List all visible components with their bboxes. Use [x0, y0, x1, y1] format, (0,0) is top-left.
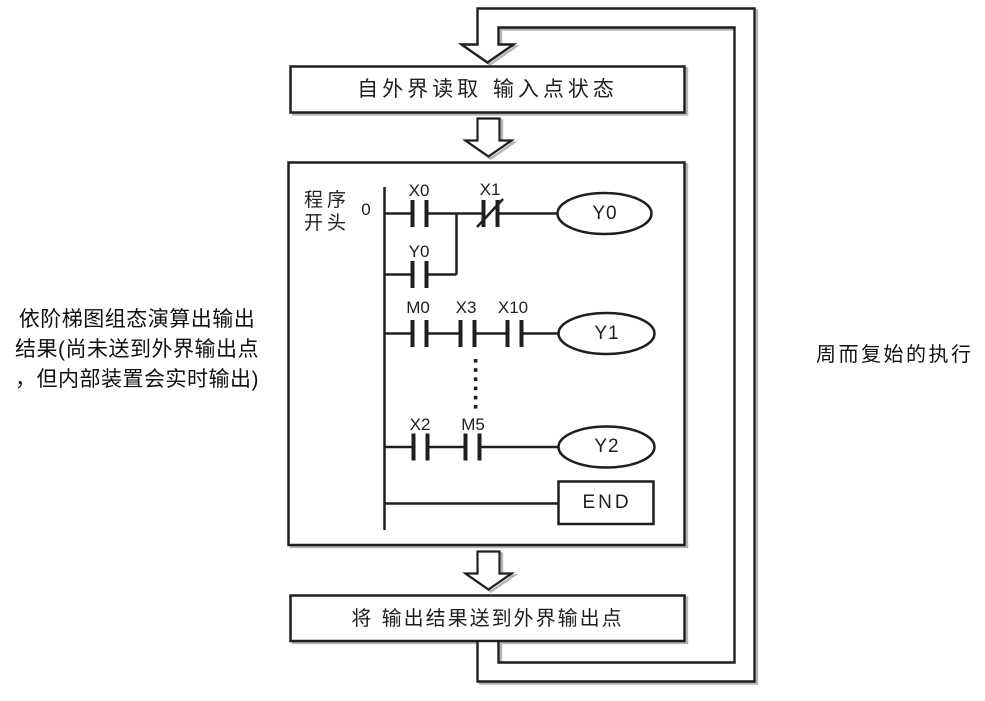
left-annotation: 依阶梯图组态演算出输出 结果(尚未送到外界输出点 ，但内部装置会实时输出) [0, 305, 274, 395]
ellipsis-dots [473, 359, 478, 409]
contact-label-x3: X3 [455, 298, 477, 317]
loop-arrow-path [457, 7, 756, 683]
coil-y2-ellipse [557, 425, 656, 469]
contact-label-y0: Y0 [408, 242, 430, 261]
rung-end [384, 480, 655, 526]
coil-label-y2: Y2 [594, 436, 620, 457]
coil-label-y0: Y0 [592, 203, 618, 224]
left-annotation-line2: 结果(尚未送到外界输出点 [15, 338, 259, 361]
down-arrow-top-icon [461, 117, 516, 158]
top-process-box [289, 65, 686, 114]
contact-label-x2: X2 [409, 415, 431, 434]
contact-label-m0: M0 [406, 298, 430, 317]
end-box [557, 480, 655, 526]
ladder-network [383, 187, 656, 530]
rung-2 [384, 311, 656, 356]
coil-y1-ellipse [557, 311, 656, 356]
contact-label-x10: X10 [497, 298, 529, 317]
coil-label-y1: Y1 [594, 323, 620, 344]
rung-3 [384, 425, 656, 469]
right-annotation: 周而复始的执行 [816, 344, 974, 366]
program-start-label: 程序 开头 [300, 189, 354, 234]
bottom-process-label: 将 输出结果送到外界输出点 [351, 606, 624, 630]
down-arrow-bottom-icon [461, 550, 516, 591]
rung-1-branch [384, 213, 458, 288]
top-process-label: 自外界读取 输入点状态 [357, 77, 618, 101]
rung-1 [384, 191, 653, 236]
contact-label-x0: X0 [408, 181, 430, 200]
program-start-line1: 程序 [303, 189, 350, 211]
step-number: 0 [361, 200, 371, 219]
left-annotation-line3: ，但内部装置会实时输出) [15, 368, 259, 391]
coil-y0-ellipse [556, 191, 653, 236]
end-instruction-label: END [582, 492, 632, 513]
left-annotation-line1: 依阶梯图组态演算出输出 [18, 308, 256, 331]
contact-label-x1: X1 [479, 180, 501, 199]
bottom-process-box [289, 594, 686, 643]
nc-contact-slash [476, 198, 504, 228]
program-start-line2: 开头 [303, 211, 350, 234]
contact-label-m5: M5 [461, 415, 485, 434]
